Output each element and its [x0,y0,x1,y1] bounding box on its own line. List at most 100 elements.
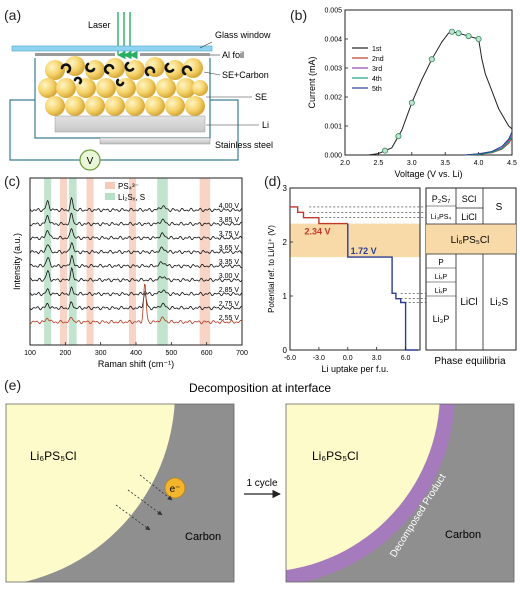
panel-c: (c) PS₄³⁻Li₂Sₓ, S4.00 V3.85 V3.75 V3.65 … [4,173,248,369]
right-material-label: Li₆PS₅Cl [312,449,358,463]
chart-c-spectrum [29,196,243,213]
chart-b-marker [428,56,435,63]
chart-d-xtick-label: 6.0 [401,355,411,362]
phase-table-frame [425,187,517,351]
chart-c-spectrum-label: 4.00 V [219,203,240,210]
chart-d-voltage-1: 2.34 V [304,227,330,237]
stainless-steel [99,137,211,145]
left-material-label: Li₆PS₅Cl [30,449,76,463]
carbon-right-label: Carbon [445,529,481,541]
interface-before: Li₆PS₅Cl e⁻ Carbon [5,403,235,583]
chart-b-xtick-label: 2.5 [374,160,384,167]
li6ps5cl-left [6,404,175,582]
chart-b-marker [448,28,455,35]
chart-d-frame [289,187,421,351]
al-foil-right [140,53,210,56]
chart-b-ytick-label: 0.001 [324,124,342,131]
electron-icon [164,477,186,499]
phase-scl: SCl [462,194,477,204]
carbon-particles [60,61,193,87]
chart-c-spectrum [29,286,243,297]
chart-c-green-band [157,178,168,345]
panel-d-label: (d) [264,173,281,189]
chart-c-spectrum-label: 3.35 V [219,259,240,266]
chart-c-legend-swatch-ps4 [105,182,115,189]
phase-band [426,224,516,254]
panel-e-label: (e) [4,377,21,393]
chart-b-xtick-label: 4.0 [474,160,484,167]
chart-b-frame [344,9,513,156]
chart-b-legend-label: 5th [372,86,382,93]
chart-c-xlabel: Raman shift (cm⁻¹) [98,359,174,369]
phase-li6ps5cl: Li₆PS₅Cl [451,235,490,246]
phase-p2s7: P₂S₇ [432,194,451,204]
phase-table: P₂S₇ Li₃PS₄ SCl LiCl S Li₆PS₅Cl P LiₓP L… [425,187,517,367]
chart-d-ylabel: Potential ref. to Li/Li⁺ (V) [267,225,276,313]
chart-c-legend-ps4: PS₄³⁻ [118,182,139,191]
chart-b-xtick-label: 3.0 [407,160,417,167]
phase-li2s: Li₂S [490,297,509,308]
phase-s: S [496,202,503,213]
chart-d-stability-band [290,223,420,258]
chart-c-spectrum [29,227,243,241]
chart-c-spectrum [29,266,243,283]
glass-window [11,45,213,52]
glass-window-label: Glass window [215,30,271,40]
chart-b-marker [455,30,462,37]
chart-b-legend-label: 2nd [372,56,384,63]
chart-d-xtick-label: -6.0 [284,355,296,362]
chart-c-spectrum [29,293,243,311]
chart-c-spectrum-label: 2.55 V [219,315,240,322]
chart-c-spectrum-label: 3.75 V [219,231,240,238]
chart-d-xlabel: Li uptake per f.u. [321,364,388,374]
li-label: Li [262,120,269,130]
panel-e: (e) Decomposition at interface Li₆PS₅Cl … [4,377,515,583]
chart-d-ytick-label: 1 [283,292,288,301]
panel-b-label: (b) [290,7,307,23]
chart-c-legend-li2sx: Li₂Sₓ, S [118,193,145,202]
chart-b-legend-label: 3rd [372,66,382,73]
chart-c-xtick-label: 200 [59,350,71,357]
chart-c-peach-band [60,178,68,345]
al-foil-label: Al foil [222,50,244,60]
chart-b-ylabel: Current (mA) [307,56,317,108]
stainless-steel-label: Stainless steel [215,140,273,150]
chart-d-xtick-label: 3.0 [372,355,382,362]
chart-c: PS₄³⁻Li₂Sₓ, S4.00 V3.85 V3.75 V3.65 V3.3… [12,177,248,369]
laser-label: Laser [88,20,111,30]
chart-c-green-band [68,178,77,345]
chart-c-xtick-label: 300 [95,350,107,357]
chart-b-marker [475,36,482,43]
chart-b-series-5 [465,131,513,156]
chart-c-ylabel: Intensity (a.u.) [12,233,22,290]
chart-b-ytick-label: 0.000 [324,153,342,160]
chart-b-xtick-label: 2.0 [340,160,350,167]
chart-d-series-2 [347,223,419,351]
chart-b-marker [382,147,389,154]
chart-d-ytick-label: 2 [283,238,288,247]
chart-b-marker [465,33,472,40]
al-foil-left [35,53,115,56]
electron-label: e⁻ [170,484,181,495]
voltmeter-label: V [87,156,94,167]
chart-b-marker [408,99,415,106]
se-carbon-label: SE+Carbon [222,70,269,80]
chart-b-marker [395,133,402,140]
chart-b-ytick-label: 0.005 [324,8,342,15]
cycle-arrow-label: 1 cycle [246,478,278,489]
chart-b-ytick-label: 0.003 [324,66,342,73]
chart-c-spectrum-label: 3.65 V [219,245,240,252]
panel-e-title: Decomposition at interface [189,381,331,395]
panel-a-label: (a) [4,7,21,23]
chart-b-ytick-label: 0.002 [324,95,342,102]
chart-c-xtick-label: 400 [130,350,142,357]
chart-c-spectrum [29,212,243,227]
chart-b-xtick-label: 3.5 [440,160,450,167]
chart-c-spectrum-label: 2.85 V [219,287,240,294]
phase-lixp-1: LiₓP [435,274,448,281]
chart-d-xtick-label: 0.0 [343,355,353,362]
voltmeter [79,149,101,171]
chart-d-xtick-label: -3.0 [313,355,325,362]
